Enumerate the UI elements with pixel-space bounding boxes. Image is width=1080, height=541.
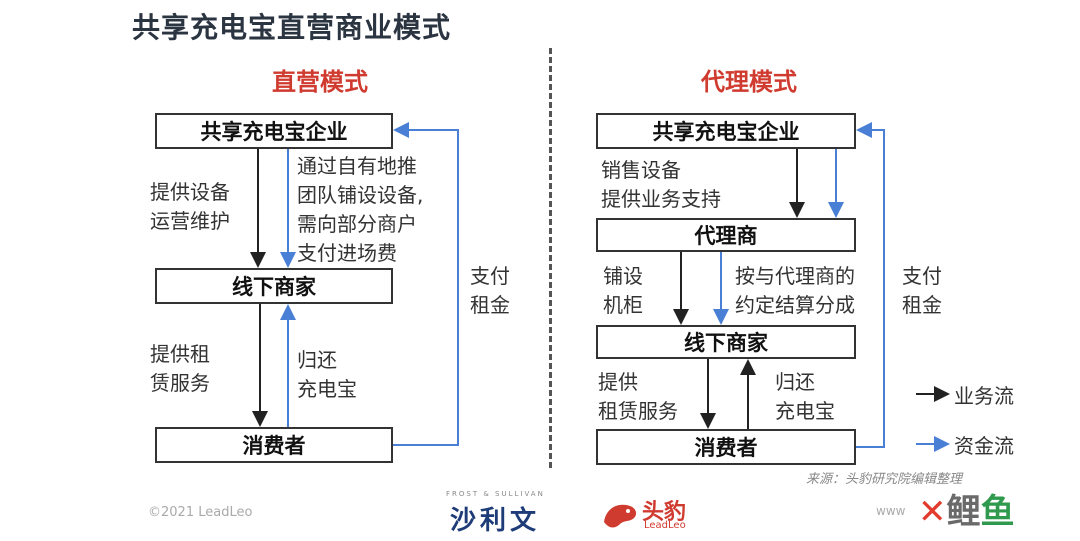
right-company-box: 共享充电宝企业 (596, 113, 856, 149)
legend-fund-text: 资金流 (954, 434, 1014, 458)
copyright: ©2021 LeadLeo (148, 505, 253, 520)
watermark-char-1: 鲤 (946, 492, 981, 532)
frost-sullivan-logo: 沙利文 (450, 506, 541, 536)
left-return-label: 归还充电宝 (297, 348, 357, 401)
right-sell-label: 销售设备提供业务支持 (601, 158, 721, 211)
toubao-logo-sub: LeadLeo (644, 520, 686, 531)
center-divider (549, 48, 552, 468)
left-rent-label: 提供租赁服务 (150, 342, 210, 395)
right-return-label: 归还充电宝 (775, 370, 835, 423)
left-provide-label: 提供设备运营维护 (150, 180, 230, 233)
legend-business-text: 业务流 (954, 384, 1014, 408)
left-pay-rent-arrow (393, 122, 459, 446)
toubao-leopard-icon (604, 504, 637, 528)
watermark-x-icon: ✕ (918, 492, 947, 532)
right-pay-rent-arrow (856, 122, 885, 448)
left-company-box: 共享充电宝企业 (155, 113, 393, 149)
left-push-label: 通过自有地推团队铺设设备, 需向部分商户支付进场费 (297, 154, 424, 265)
right-lay-label: 铺设机柜 (603, 264, 643, 317)
page-title: 共享充电宝直营商业模式 (132, 11, 452, 44)
watermark-char-2: 鱼 (980, 492, 1015, 532)
website-text: www (876, 504, 906, 518)
right-agent-box: 代理商 (596, 218, 856, 252)
agent-mode-subtitle: 代理模式 (701, 68, 797, 96)
left-pay-label: 支付租金 (470, 264, 510, 317)
left-consumer-box: 消费者 (155, 427, 393, 463)
right-rent-label: 提供租赁服务 (598, 370, 678, 423)
right-merchant-box: 线下商家 (596, 325, 856, 359)
frost-sullivan-small-text: FROST & SULLIVAN (446, 490, 545, 498)
left-merchant-box: 线下商家 (155, 268, 393, 304)
toubao-logo-text: 头豹 (642, 500, 687, 525)
source-note: 来源：头豹研究院编辑整理 (806, 472, 963, 487)
right-pay-label: 支付租金 (902, 264, 942, 317)
direct-mode-subtitle: 直营模式 (272, 68, 368, 96)
right-settle-label: 按与代理商的约定结算分成 (735, 264, 855, 317)
right-consumer-box: 消费者 (596, 429, 856, 465)
liyu-watermark: ✕鲤鱼 (918, 484, 1015, 533)
